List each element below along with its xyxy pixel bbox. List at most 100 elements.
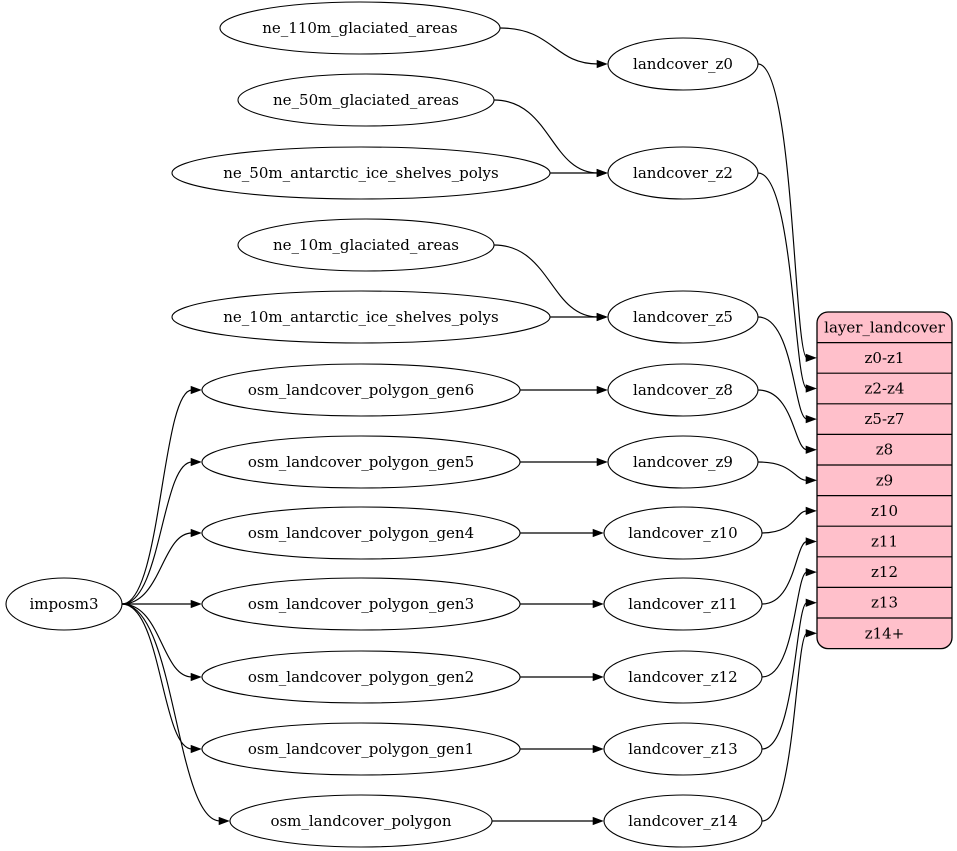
graph-node-imposm3[interactable]: imposm3 [5,577,123,631]
edge-line [757,461,808,481]
node-shape [201,435,521,489]
graph-node-ne_50m_antarctic_ice_shelves_polys[interactable]: ne_50m_antarctic_ice_shelves_polys [171,146,551,200]
node-shape [201,650,521,704]
row-cell-bg [817,342,952,374]
graph-node-osm_landcover_polygon_gen6[interactable]: osm_landcover_polygon_gen6 [201,363,521,417]
graph-edge-osm_landcover_polygon_gen2-to-landcover_z12 [520,672,604,682]
graph-edge-landcover_z14-to-row-z14 [761,629,817,822]
graph-edge-osm_landcover_polygon_gen3-to-landcover_z11 [520,599,604,609]
edge-line [757,389,808,451]
graph-edge-landcover_z5-to-row-z5-z7 [757,316,817,424]
graph-node-ne_110m_glaciated_areas[interactable]: ne_110m_glaciated_areas [219,1,501,55]
graph-node-landcover_z12[interactable]: landcover_z12 [603,650,763,704]
graph-edge-imposm3-to-osm_landcover_polygon_gen5 [121,457,202,605]
graph-edge-imposm3-to-osm_landcover_polygon_gen3 [122,599,202,609]
edge-line [761,571,808,678]
node-label: ne_110m_glaciated_areas [262,19,458,37]
layer-landcover-table: layer_landcoverz0-z1z2-z4z5-z7z8z9z10z11… [816,311,953,650]
graph-node-landcover_z9[interactable]: landcover_z9 [607,435,759,489]
edge-line [121,603,193,678]
row-cell-bg [817,526,952,557]
layer-table-row-z11[interactable]: z11 [817,525,952,557]
node-label: landcover_z12 [628,668,737,686]
edge-line [757,172,808,390]
layer-table-row-z0-z1[interactable]: z0-z1 [817,342,952,374]
graph-node-landcover_z13[interactable]: landcover_z13 [603,722,763,776]
graph-node-osm_landcover_polygon_gen1[interactable]: osm_landcover_polygon_gen1 [201,722,521,776]
edge-arrowhead [592,599,604,609]
graph-node-ne_10m_glaciated_areas[interactable]: ne_10m_glaciated_areas [237,218,495,272]
node-shape [171,146,551,200]
node-label: landcover_z2 [633,164,733,182]
graph-node-landcover_z2[interactable]: landcover_z2 [607,146,759,200]
row-label: z0-z1 [865,349,905,367]
graph-node-landcover_z0[interactable]: landcover_z0 [607,37,759,91]
node-shape [603,506,763,560]
node-shape [5,577,123,631]
edge-arrowhead [805,598,817,607]
edge-line [121,461,193,605]
graph-edge-imposm3-to-osm_landcover_polygon_gen4 [121,528,202,605]
node-label: landcover_z8 [633,381,733,399]
row-label: z13 [871,594,898,612]
graph-node-osm_landcover_polygon_gen4[interactable]: osm_landcover_polygon_gen4 [201,506,521,560]
graph-edge-imposm3-to-osm_landcover_polygon_gen6 [121,385,202,605]
edge-arrowhead [592,816,604,826]
node-label: ne_50m_glaciated_areas [273,91,459,109]
node-label: osm_landcover_polygon_gen4 [248,524,474,542]
edge-arrowhead [596,168,608,178]
node-label: ne_10m_antarctic_ice_shelves_polys [223,308,498,326]
graph-node-ne_50m_glaciated_areas[interactable]: ne_50m_glaciated_areas [237,73,495,127]
edge-arrowhead [218,816,230,826]
node-label: osm_landcover_polygon_gen2 [248,668,474,686]
edge-arrowhead [596,59,608,69]
graph-edge-osm_landcover_polygon_gen6-to-landcover_z8 [520,385,608,395]
header-cell-bg [817,312,952,343]
layer-table-row-z12[interactable]: z12 [817,556,952,588]
edge-arrowhead [190,385,202,395]
graph-node-ne_10m_antarctic_ice_shelves_polys[interactable]: ne_10m_antarctic_ice_shelves_polys [171,290,551,344]
node-label: landcover_z0 [633,55,733,73]
graph-node-osm_landcover_polygon[interactable]: osm_landcover_polygon [229,794,493,848]
edge-arrowhead [805,476,817,485]
node-label: ne_10m_glaciated_areas [273,236,459,254]
layer-table-row-z8[interactable]: z8 [817,433,952,465]
row-label: z11 [871,533,898,551]
node-shape [607,290,759,344]
node-shape [603,650,763,704]
node-label: osm_landcover_polygon [270,812,451,830]
graph-edge-imposm3-to-osm_landcover_polygon_gen2 [121,603,202,682]
row-label: z5-z7 [865,410,905,428]
edge-line [761,540,808,605]
graph-node-landcover_z5[interactable]: landcover_z5 [607,290,759,344]
graph-node-landcover_z14[interactable]: landcover_z14 [603,794,763,848]
layer-table-row-z2-z4[interactable]: z2-z4 [817,372,952,404]
node-shape [607,37,759,91]
graph-node-landcover_z10[interactable]: landcover_z10 [603,506,763,560]
graph-edge-landcover_z10-to-row-z10 [761,506,817,534]
row-cell-bg [817,556,952,588]
edge-line [761,632,808,822]
row-cell-bg [817,373,952,404]
node-layer: imposm3 ne_110m_glaciated_areas ne_50m_gla… [5,1,763,848]
graph-node-osm_landcover_polygon_gen5[interactable]: osm_landcover_polygon_gen5 [201,435,521,489]
node-label: landcover_z14 [628,812,737,830]
graph-node-osm_landcover_polygon_gen2[interactable]: osm_landcover_polygon_gen2 [201,650,521,704]
layer-table-row-z5-z7[interactable]: z5-z7 [817,403,952,435]
graph-node-osm_landcover_polygon_gen3[interactable]: osm_landcover_polygon_gen3 [201,577,521,631]
edge-arrowhead [596,457,608,467]
layer-table-row-z9[interactable]: z9 [817,464,952,496]
graph-edge-osm_landcover_polygon-to-landcover_z14 [492,816,604,826]
graph-edge-imposm3-to-osm_landcover_polygon [121,603,230,826]
node-shape [607,363,759,417]
edge-arrowhead [805,629,817,638]
edge-line [121,389,193,605]
graph-edge-ne_50m_antarctic_ice_shelves_polys-to-landcover_z2 [550,168,608,178]
layer-table-row-z13[interactable]: z13 [817,586,952,618]
layer-table-row-z14[interactable]: z14+ [817,617,952,649]
table-border [816,311,953,650]
graph-node-landcover_z11[interactable]: landcover_z11 [603,577,763,631]
layer-table-row-z10[interactable]: z10 [817,495,952,527]
graph-node-landcover_z8[interactable]: landcover_z8 [607,363,759,417]
node-shape [201,363,521,417]
